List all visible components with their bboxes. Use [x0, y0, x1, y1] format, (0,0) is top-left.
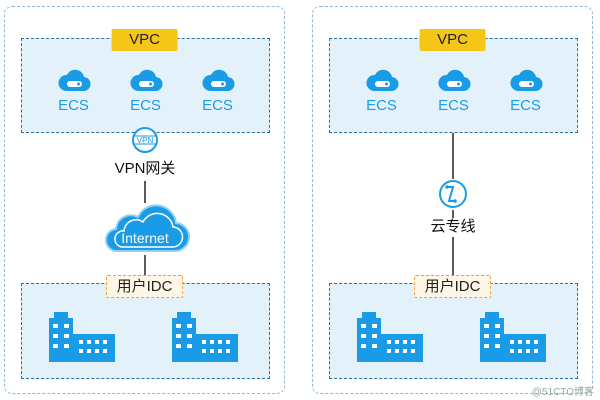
connector-line — [452, 210, 454, 218]
building-icon — [480, 312, 547, 362]
connector-line — [452, 237, 454, 275]
cloud-label: Internet — [121, 230, 169, 246]
connector-line — [144, 181, 146, 203]
ecs-instance: ECS — [356, 69, 408, 114]
ecs-label: ECS — [58, 97, 89, 114]
vpn-gateway-icon: VPN — [132, 127, 158, 153]
ecs-instance: ECS — [192, 69, 244, 114]
building-icon — [356, 312, 423, 362]
ecs-row: ECS ECS ECS — [22, 69, 269, 114]
vpc-tag: VPC — [419, 29, 486, 51]
vpn-architecture-panel: ECS ECS ECS VPC — [4, 6, 285, 394]
ecs-instance: ECS — [428, 69, 480, 114]
idc-tag: 用户IDC — [105, 275, 184, 298]
ecs-icon — [57, 69, 91, 92]
ecs-instance: ECS — [48, 69, 100, 114]
idc-box — [21, 283, 270, 379]
ecs-row: ECS ECS ECS — [330, 69, 577, 114]
connector-line — [452, 133, 454, 179]
vpn-icon-text: VPN — [137, 136, 154, 145]
ecs-icon — [437, 69, 471, 92]
express-connect-icon — [439, 180, 467, 208]
ecs-label: ECS — [130, 97, 161, 114]
ecs-instance: ECS — [120, 69, 172, 114]
idc-tag: 用户IDC — [413, 275, 492, 298]
vpc-box: ECS ECS ECS — [21, 38, 270, 133]
watermark: @51CTO博客 — [531, 387, 594, 398]
ecs-label: ECS — [366, 97, 397, 114]
ecs-instance: ECS — [500, 69, 552, 114]
express-connect-label: 云专线 — [430, 218, 476, 235]
building-row — [22, 310, 269, 362]
ecs-icon — [201, 69, 235, 92]
ecs-label: ECS — [510, 97, 541, 114]
internet-cloud-icon: Internet — [104, 204, 190, 253]
connector-line — [144, 255, 146, 275]
ecs-icon — [129, 69, 163, 92]
vpc-tag: VPC — [111, 29, 178, 51]
building-row — [330, 310, 577, 362]
express-connect-panel: ECS ECS ECS VPC — [312, 6, 593, 394]
ecs-label: ECS — [438, 97, 469, 114]
ecs-icon — [365, 69, 399, 92]
building-icon — [48, 312, 115, 362]
vpc-box: ECS ECS ECS — [329, 38, 578, 133]
building-icon — [172, 312, 239, 362]
idc-box — [329, 283, 578, 379]
ecs-label: ECS — [202, 97, 233, 114]
ecs-icon — [509, 69, 543, 92]
vpn-gateway-label: VPN网关 — [114, 160, 176, 177]
